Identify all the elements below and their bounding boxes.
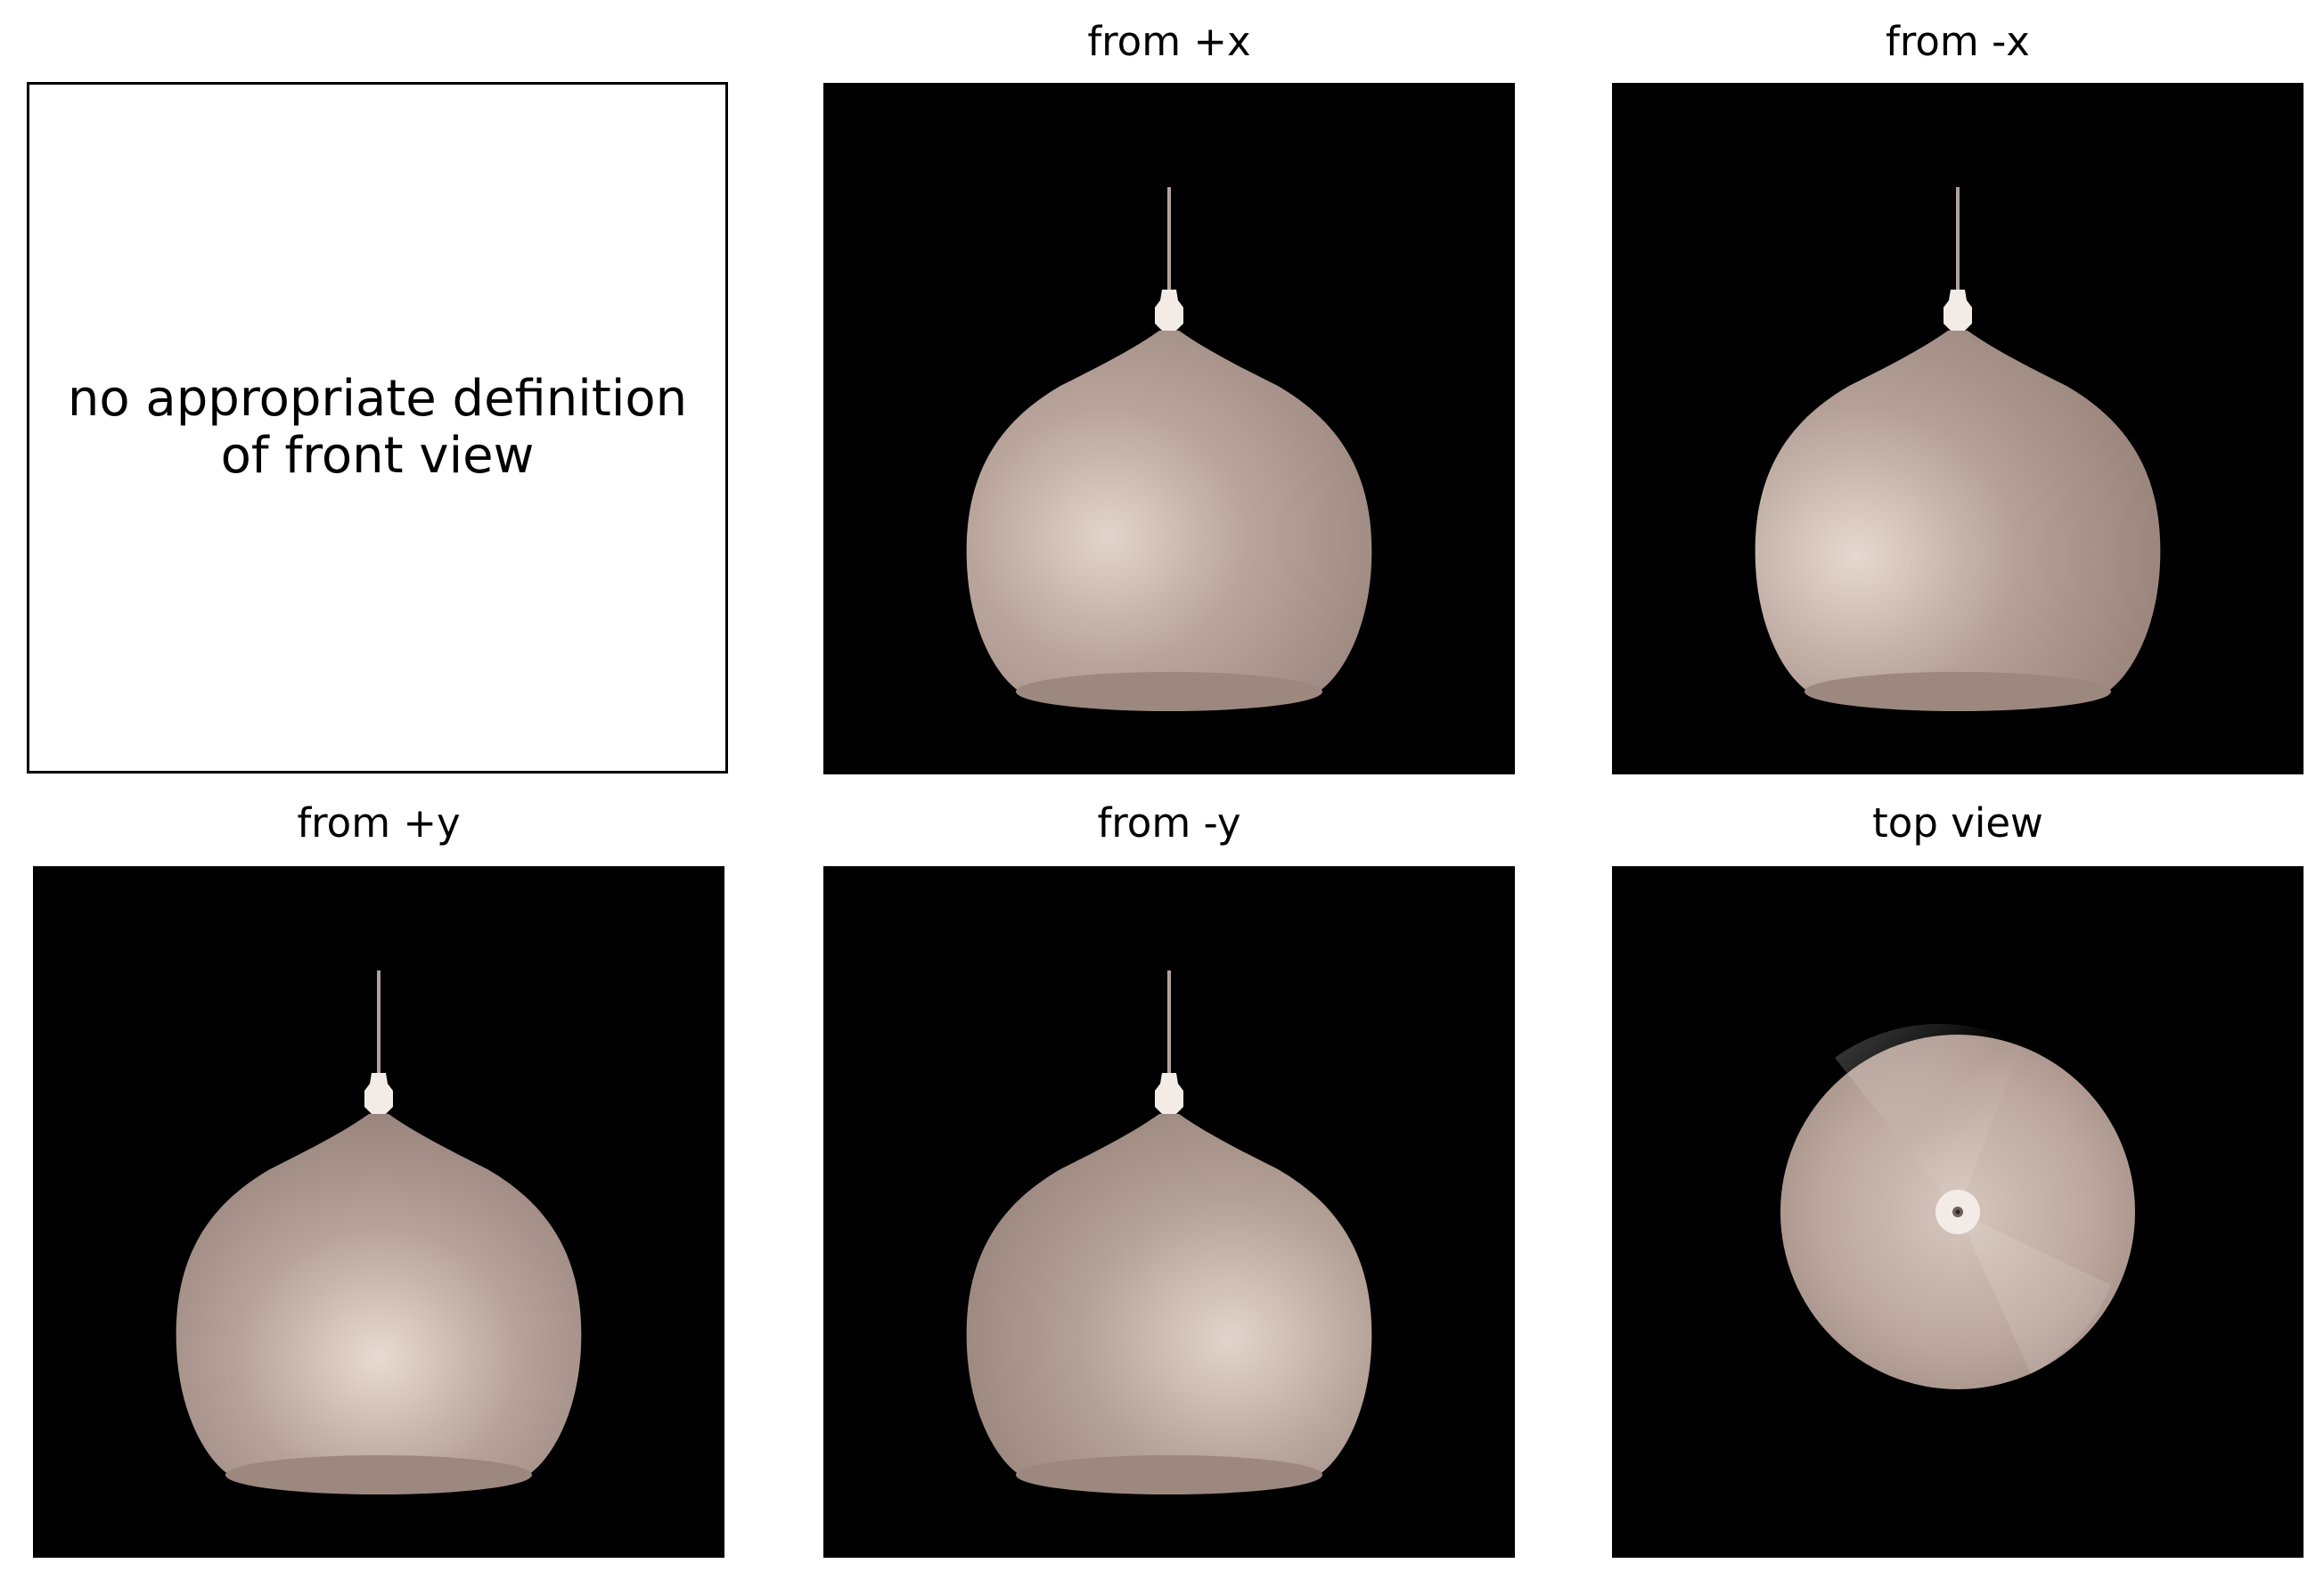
lamp-socket xyxy=(1155,1073,1183,1114)
lamp-shade-rim xyxy=(1804,672,2111,711)
lamp-top-view xyxy=(1780,1023,2135,1389)
view-panel-top xyxy=(1612,866,2304,1558)
lamp-side-view xyxy=(1755,187,2161,711)
lamp-side-view xyxy=(966,970,1372,1494)
pendant-lamp-icon xyxy=(1755,187,2161,711)
view-title-plus-y: from +y xyxy=(297,799,461,847)
lamp-cord xyxy=(1167,187,1171,290)
lamp-shade xyxy=(966,331,1372,706)
view-panel-plus-x xyxy=(823,83,1515,774)
lamp-cord xyxy=(1167,970,1171,1073)
pendant-lamp-icon xyxy=(176,970,582,1494)
pendant-lamp-icon xyxy=(966,187,1372,711)
front-view-message: no appropriate definition of front view xyxy=(29,371,725,485)
lamp-side-view xyxy=(176,970,582,1494)
view-title-minus-y: from -y xyxy=(1097,799,1241,847)
view-panel-minus-y xyxy=(823,866,1515,1558)
pendant-lamp-icon xyxy=(966,970,1372,1494)
front-view-panel: no appropriate definition of front view xyxy=(27,82,728,774)
lamp-socket xyxy=(364,1073,393,1114)
lamp-cord xyxy=(377,970,381,1073)
view-panel-minus-x xyxy=(1612,83,2304,774)
lamp-shade-rim xyxy=(1016,1455,1322,1494)
lamp-shade xyxy=(966,1114,1372,1489)
lamp-side-view xyxy=(966,187,1372,711)
view-title-plus-x: from +x xyxy=(1087,18,1251,65)
lamp-shade xyxy=(1755,331,2161,706)
lamp-shade xyxy=(176,1114,582,1489)
lamp-shade-sheen xyxy=(1835,1023,2022,1212)
lamp-shade-sheen xyxy=(1958,1212,2111,1374)
lamp-socket xyxy=(1155,290,1183,331)
pendant-lamp-icon xyxy=(1780,1023,2135,1389)
view-title-minus-x: from -x xyxy=(1886,18,2030,65)
lamp-cord-core xyxy=(1955,1209,1960,1215)
view-title-top: top view xyxy=(1872,799,2043,847)
lamp-cord xyxy=(1956,187,1960,290)
front-view-message-line1: no appropriate definition xyxy=(67,370,688,428)
front-view-message-line2: of front view xyxy=(220,427,535,485)
lamp-shade-rim xyxy=(1016,672,1322,711)
lamp-socket xyxy=(1943,290,1972,331)
lamp-shade-rim xyxy=(225,1455,532,1494)
view-panel-plus-y xyxy=(33,866,724,1558)
